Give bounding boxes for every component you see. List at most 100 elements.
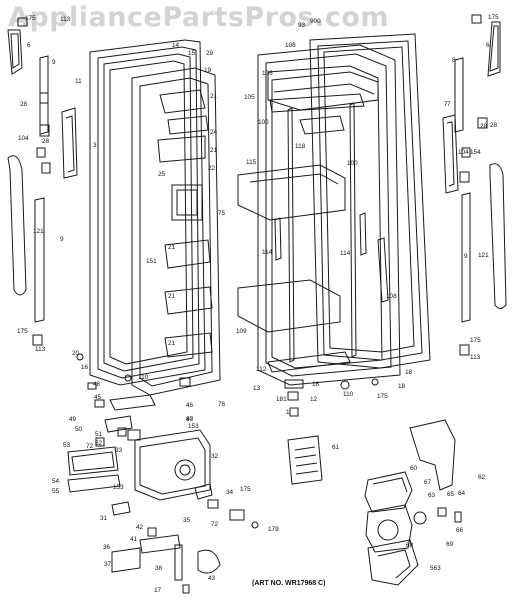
part-callout: 21: [210, 93, 218, 100]
part-callout: 16: [312, 381, 320, 388]
part-callout: 15: [188, 50, 196, 57]
part-callout: 35: [183, 517, 191, 524]
part-callout: 175: [470, 337, 481, 344]
part-callout: 104: [458, 149, 469, 156]
ice-maker-gears: [413, 507, 462, 525]
part-callout: 109: [236, 328, 247, 335]
small-hardware-left: [76, 353, 191, 447]
part-callout: 31: [100, 515, 108, 522]
part-callout: 175: [240, 486, 251, 493]
part-callout: 21: [168, 293, 176, 300]
part-callout: 18: [405, 369, 413, 376]
part-callout: 100: [258, 119, 269, 126]
part-callout: 6: [27, 42, 31, 49]
ice-bucket: [364, 471, 413, 513]
right-hinge-parts: [459, 14, 488, 356]
part-callout: 51: [95, 431, 103, 438]
part-callout: 115: [246, 159, 257, 166]
part-callout: 11: [75, 78, 82, 85]
part-callout: 61: [332, 444, 340, 451]
lower-trim-112: [267, 351, 351, 373]
part-callout: 3: [93, 142, 97, 149]
part-callout: 106: [262, 70, 273, 77]
part-callout: 154: [470, 149, 481, 156]
part-callout: 60: [410, 465, 418, 472]
part-callout: 76: [218, 401, 226, 408]
part-callout: 17: [154, 587, 162, 594]
watermark: AppliancePartsPros.com: [8, 2, 390, 33]
part-callout: 12: [310, 396, 318, 403]
part-callout: 22: [208, 165, 216, 172]
left-hinge-parts: [17, 17, 51, 346]
part-callout: 34: [226, 489, 234, 496]
part-callout: 46: [186, 402, 194, 409]
left-vertical-strip-9: [34, 55, 49, 323]
door-shelf-109: [237, 279, 341, 333]
part-callout: 9: [464, 253, 468, 260]
part-callout: 64: [458, 490, 466, 497]
auger-assembly: [367, 539, 419, 586]
part-callout: 53: [63, 442, 71, 449]
part-callout: 68: [406, 542, 414, 549]
dispenser-housing: [127, 429, 211, 501]
part-callout: 62: [478, 474, 486, 481]
part-callout: 20: [72, 350, 80, 357]
part-callout: 181: [276, 396, 287, 403]
part-callout: 66: [456, 527, 464, 534]
part-callout: 21: [210, 147, 218, 154]
art-number-caption: (ART NO. WR17968 C): [252, 580, 326, 587]
part-callout: 52: [95, 440, 103, 447]
part-callout: 24: [210, 129, 218, 136]
part-callout: 42: [136, 524, 144, 531]
part-callout: 29: [206, 50, 214, 57]
part-callout: 151: [146, 258, 157, 265]
part-callout: 47: [186, 416, 194, 423]
freezer-door: [89, 39, 206, 386]
part-callout: 113: [35, 346, 46, 353]
part-callout: 118: [295, 143, 306, 150]
part-callout: 67: [424, 479, 432, 486]
dispenser-control-board: [67, 446, 121, 493]
part-callout: 75: [218, 210, 226, 217]
part-callout: 72: [211, 521, 219, 528]
part-callout: 112: [256, 366, 267, 373]
part-callout: 37: [104, 561, 112, 568]
part-callout: 18: [398, 383, 406, 390]
part-callout: 80: [186, 416, 194, 423]
part-callout: 63: [428, 492, 436, 499]
right-top-trim: [487, 21, 501, 77]
right-door-handle: [442, 114, 459, 194]
part-callout: 114: [262, 249, 273, 256]
part-callout: 114: [340, 250, 351, 257]
fresh-food-door: [309, 33, 431, 369]
part-callout: 1: [286, 409, 290, 416]
left-top-trim: [7, 29, 23, 75]
part-callout: 6: [486, 42, 490, 49]
freezer-door-shelves: [157, 89, 213, 358]
dispenser-parts-lower: [111, 483, 259, 594]
part-callout: 65: [447, 491, 455, 498]
part-callout: 563: [430, 565, 441, 572]
part-callout: 7: [444, 101, 448, 108]
part-callout: 14: [172, 42, 180, 49]
part-callout: 28: [20, 101, 28, 108]
part-callout: 93: [298, 22, 306, 29]
part-callout: 121: [33, 228, 44, 235]
deli-drawer: [237, 164, 346, 221]
part-callout: 175: [25, 15, 36, 22]
part-callout: 41: [130, 536, 138, 543]
part-callout: 105: [244, 94, 255, 101]
part-callout: 25: [158, 171, 166, 178]
part-callout: 38: [155, 565, 163, 572]
part-callout: 69: [446, 541, 454, 548]
right-door-strip: [377, 237, 389, 303]
part-callout: 55: [52, 488, 60, 495]
part-callout: 72: [86, 443, 94, 450]
part-callout: 13: [253, 385, 261, 392]
part-callout: 100: [347, 160, 358, 167]
part-callout: 28: [490, 122, 498, 129]
right-vertical-strip: [454, 57, 471, 323]
freezer-door-liner: [131, 67, 221, 396]
part-callout: 43: [208, 575, 216, 582]
